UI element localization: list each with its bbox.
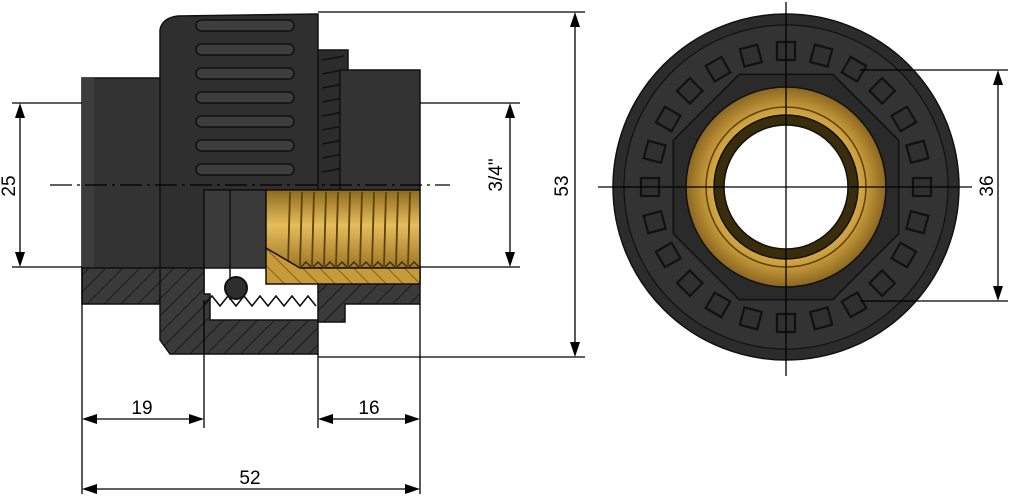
nut-rib: [889, 241, 918, 269]
o-ring: [224, 276, 248, 300]
brass-thread: [287, 191, 411, 267]
nut-section: [159, 267, 319, 355]
nut-rib: [867, 76, 897, 106]
nut-rib: [904, 209, 930, 235]
nut-rib: [675, 268, 705, 298]
outlet-body: [339, 69, 421, 191]
nut-rib: [867, 268, 897, 298]
nut-rib: [704, 55, 732, 84]
nut-rib: [904, 139, 930, 165]
nut-rib: [704, 290, 732, 319]
dim-3-4-label: 3/4": [486, 158, 507, 191]
nut-rib: [840, 55, 868, 84]
nut-rib: [738, 43, 764, 69]
nut-rib: [654, 105, 683, 133]
nut-rib: [675, 76, 705, 106]
nut-rib: [808, 43, 834, 69]
dim-53-label: 53: [552, 175, 573, 196]
nut-rib: [808, 305, 834, 331]
nut-rib: [840, 290, 868, 319]
dim-25-label: 25: [0, 175, 20, 196]
nut-rib: [642, 139, 668, 165]
nut-rib: [654, 241, 683, 269]
side-view: [50, 13, 450, 355]
front-view: [598, 2, 972, 376]
dim-16-label: 16: [358, 398, 379, 419]
nut-rib: [642, 209, 668, 235]
brass-section: [265, 246, 421, 285]
nut-ribs: [639, 40, 933, 334]
dim-36-label: 36: [977, 175, 998, 196]
dimension-lines: [12, 11, 1008, 494]
dim-19-label: 19: [131, 398, 152, 419]
nut-rib: [738, 305, 764, 331]
nut-rib: [889, 105, 918, 133]
nut-grooves: [195, 19, 295, 176]
dim-52-label: 52: [239, 468, 260, 489]
brass-insert: [265, 189, 421, 269]
